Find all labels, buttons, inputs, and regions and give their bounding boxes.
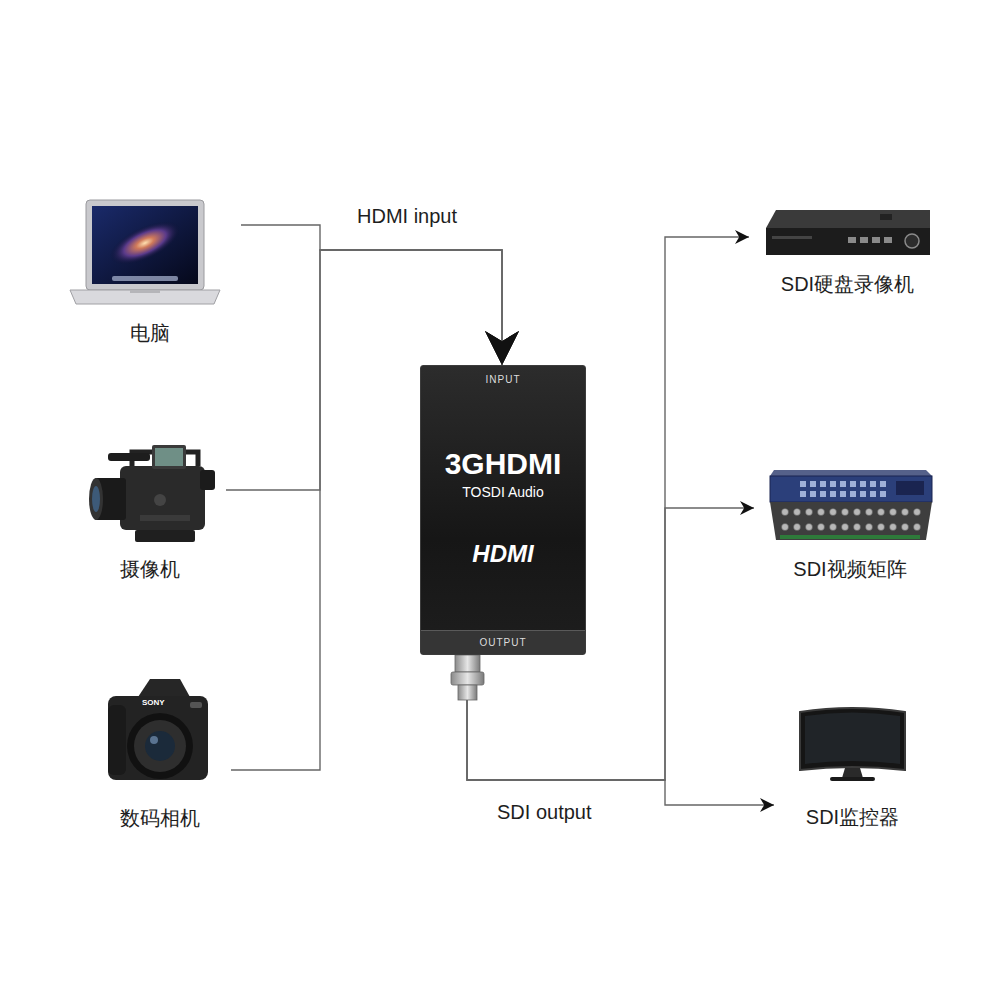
device-caption: 电脑 — [59, 321, 241, 345]
monitor-picture — [800, 708, 905, 781]
converter-box: INPUT 3GHDMI TOSDI AudioHDMI OUTPUT — [420, 365, 586, 655]
device-node: SDI硬盘录像机 — [749, 205, 946, 296]
converter-text: TOSDI Audio — [462, 484, 543, 500]
converter-text: OUTPUT — [421, 630, 585, 655]
signal-label: SDI output — [497, 800, 592, 824]
brand-text: SONY — [142, 698, 165, 708]
dvr-picture — [766, 210, 930, 255]
device-node: 电脑 — [59, 195, 241, 345]
signal-line — [467, 655, 774, 805]
camera-picture — [108, 679, 208, 780]
converter-text: 3GHDMI — [445, 447, 562, 482]
device-caption: 摄像机 — [74, 557, 226, 581]
laptop-picture — [70, 200, 220, 304]
matrix-picture — [770, 470, 932, 540]
device-caption: 数码相机 — [89, 806, 231, 830]
device-node: SDI视频矩阵 — [754, 465, 946, 581]
device-caption: SDI监控器 — [774, 805, 931, 829]
signal-line — [241, 225, 502, 365]
device-caption: SDI硬盘录像机 — [749, 272, 946, 296]
device-node: SDI监控器 — [774, 700, 931, 829]
signal-label: HDMI input — [357, 204, 457, 228]
device-node: 摄像机 — [74, 435, 226, 581]
device-caption: SDI视频矩阵 — [754, 557, 946, 581]
converter-text: HDMI — [472, 540, 533, 568]
converter-text: INPUT — [486, 374, 521, 386]
bnc-connector — [451, 655, 484, 700]
camcorder-picture — [89, 445, 215, 542]
